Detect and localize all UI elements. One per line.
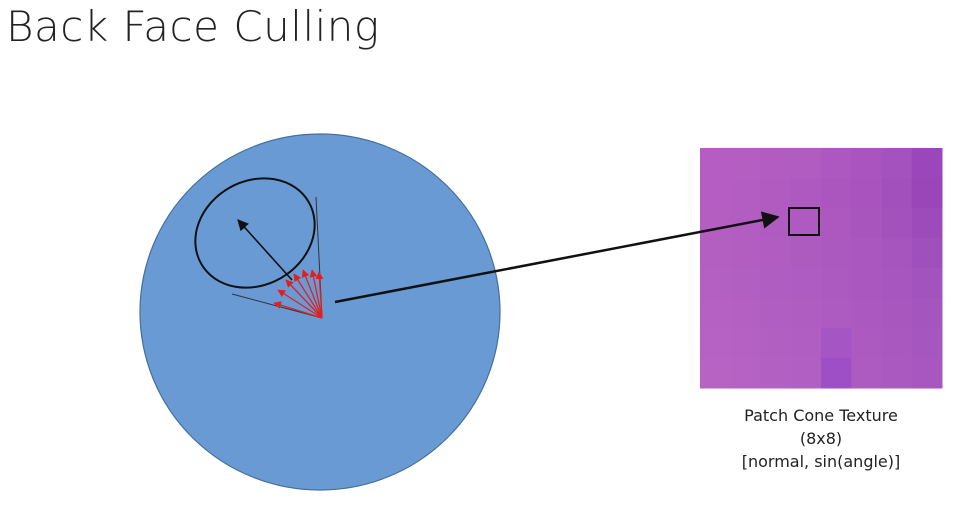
texture-texel [911,268,943,299]
texture-texel [760,148,792,179]
texture-texel [851,178,882,209]
texture-texel [881,268,913,299]
texture-texel [790,358,822,389]
texture-texel [730,178,761,209]
texture-texel [911,238,943,269]
normal-arrow [309,269,323,319]
texture-texel [821,208,852,239]
page-title: Back Face Culling [6,2,380,51]
texture-texel [790,208,822,239]
normal-arrow [301,269,323,319]
caption-line-1: Patch Cone Texture [744,406,898,425]
texture-texel [851,148,882,179]
caption-line-2: (8x8) [799,429,843,448]
texture-texel [790,238,822,269]
texture-texel [821,268,852,299]
texture-texel [851,358,882,389]
texture-texel [700,328,731,359]
texture-texel [700,298,731,329]
texture-texel [881,148,913,179]
normal-arrow [285,279,323,319]
texture-texel [790,178,822,209]
texture-texel [730,148,761,179]
texture-texel [821,298,852,329]
texture-texel [911,328,943,359]
texture-texel [730,298,761,329]
texture-texel [911,208,943,239]
texture-texel [730,268,761,299]
normal-arrow [277,289,323,319]
lookup-arrow [334,211,780,304]
texture-texel [881,298,913,329]
texture-texel [700,148,731,179]
texture-texel [790,328,822,359]
texture-texel [911,178,943,209]
texture-caption: Patch Cone Texture (8x8) [normal, sin(an… [700,404,942,473]
texture-texel [700,208,731,239]
texture-texel [760,358,792,389]
texture-texel [821,238,852,269]
texture-texel [821,328,852,359]
texture-texel [730,328,761,359]
texture-texel [790,148,822,179]
patch-normals [273,269,324,319]
texture-texel [760,268,792,299]
texture-texel [700,178,731,209]
texture-texel [700,358,731,389]
texture-texel [760,238,792,269]
normal-arrow [315,271,324,319]
patch-cone-texture [700,148,943,389]
texture-texel [790,268,822,299]
texture-texel [881,328,913,359]
texture-texel [851,268,882,299]
texture-texel [881,238,913,269]
texture-texel [760,178,792,209]
texture-texel [790,298,822,329]
texture-texel [760,298,792,329]
texture-texel [851,298,882,329]
cone-axis-arrow [237,219,293,281]
texture-texel [821,148,852,179]
texture-texel [700,238,731,269]
texture-texel [821,178,852,209]
texture-texel [760,208,792,239]
texture-texel [911,148,943,179]
texture-texel [760,328,792,359]
caption-line-3: [normal, sin(angle)] [741,452,901,471]
normal-arrow [293,273,323,319]
texture-texel [851,238,882,269]
normal-arrow [273,301,323,319]
texture-texel [881,178,913,209]
texture-texel [851,208,882,239]
texture-texel [881,208,913,239]
texture-texel [911,358,943,389]
texture-texel [911,298,943,329]
texel-highlight [788,207,820,236]
texture-texel [730,238,761,269]
texture-texel [851,328,882,359]
texture-texel [700,268,731,299]
texture-texel [730,358,761,389]
texture-texel [821,358,852,389]
texture-texel [881,358,913,389]
cone-ellipse [194,177,316,289]
